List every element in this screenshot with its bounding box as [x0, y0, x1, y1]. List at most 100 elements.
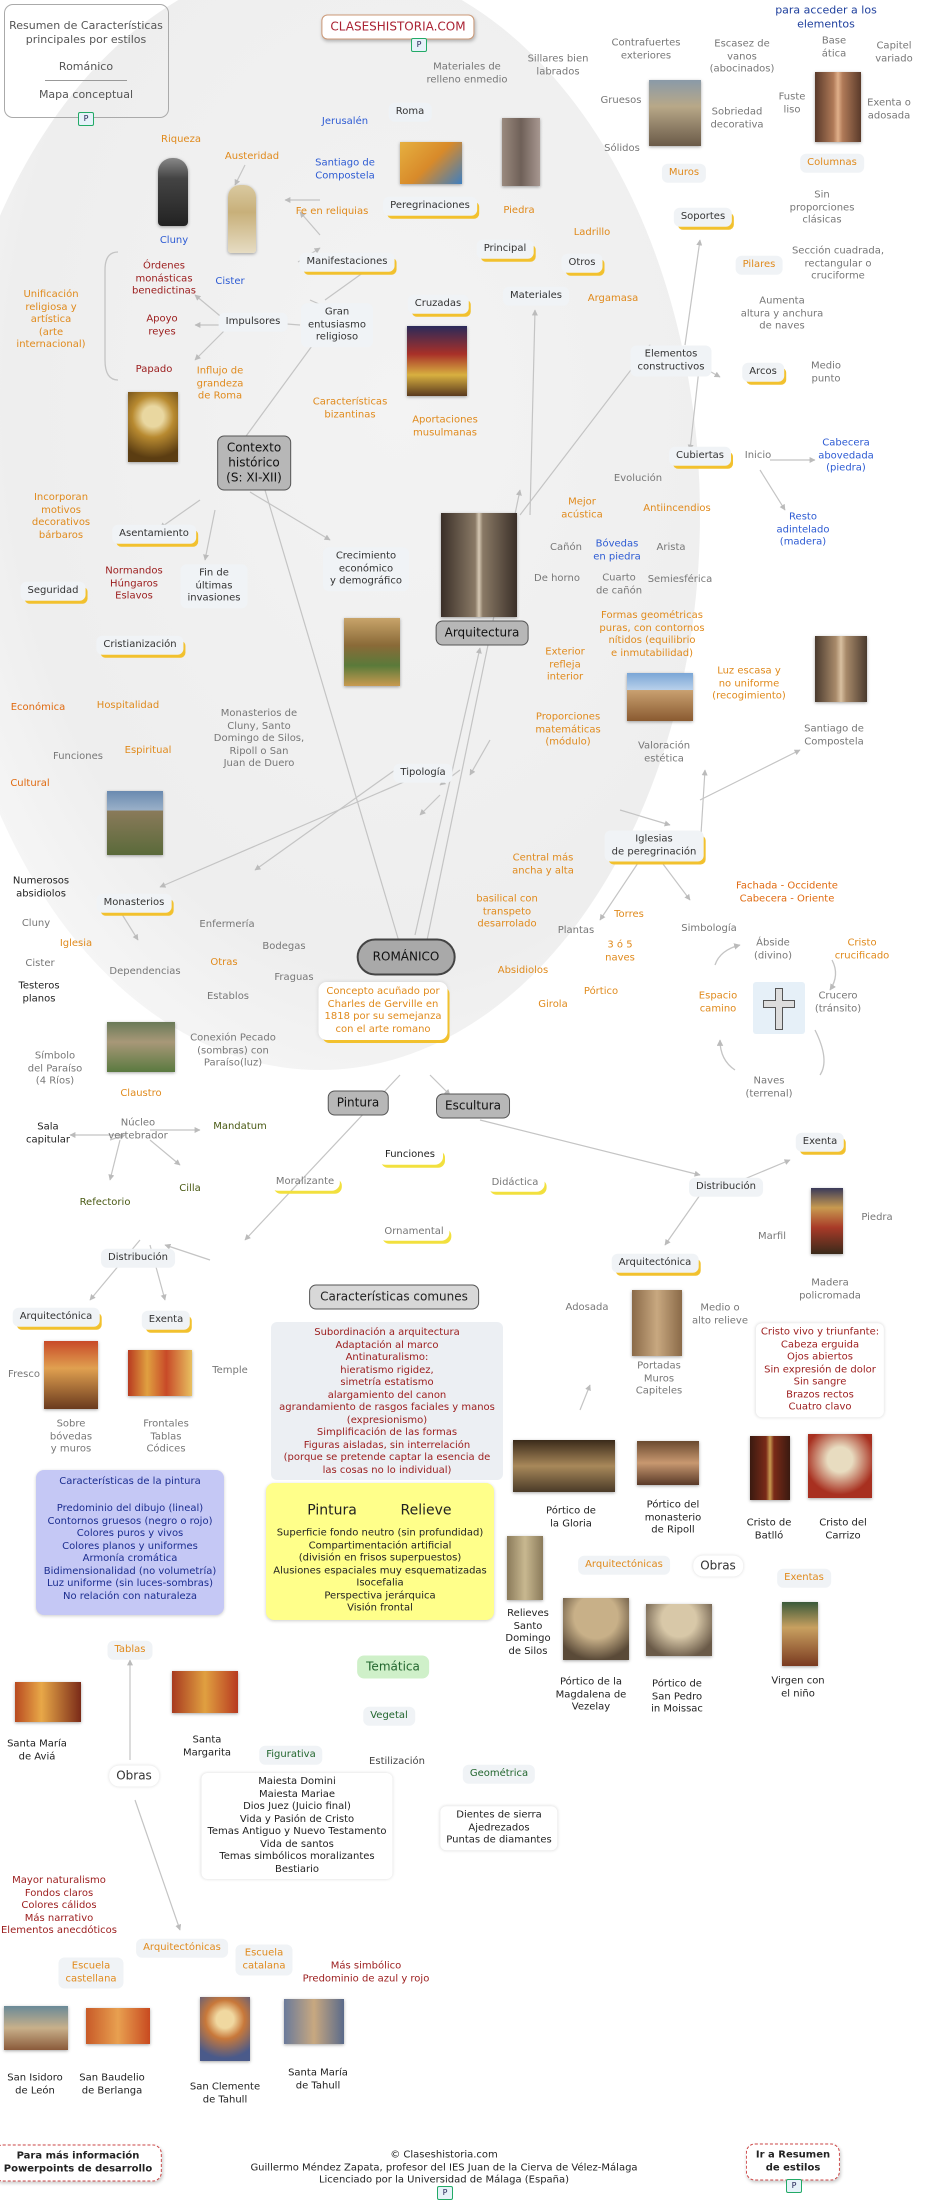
portico: Pórtico [583, 985, 619, 997]
virgen-nino: Virgen con el niño [771, 1675, 825, 1700]
santa-margarita-image[interactable] [172, 1671, 238, 1713]
gruesos: Gruesos [600, 94, 642, 106]
exentas-escultura: Exentas [777, 1568, 831, 1588]
crecimiento-image[interactable] [344, 618, 400, 686]
estilizacion: Estilización [369, 1755, 425, 1767]
arquitectura-node[interactable]: Arquitectura [435, 620, 529, 646]
claustro-image[interactable] [107, 1022, 175, 1072]
cristo-vivo: Cristo vivo y triunfante: Cabeza erguida… [755, 1323, 885, 1417]
bovedas-piedra: Bóvedas en piedra [593, 538, 641, 563]
san-isidoro: San Isidoro de León [7, 2072, 63, 2097]
nave-romanica-image[interactable] [441, 513, 517, 617]
argamasa: Argamasa [587, 292, 639, 304]
santiago-interior-image[interactable] [815, 636, 867, 702]
muros-image[interactable] [649, 80, 701, 146]
papa-image[interactable] [128, 392, 178, 462]
exenta-pintura: Exenta [141, 1310, 191, 1330]
portico-gloria: Pórtico de la Gloria [546, 1505, 596, 1530]
escultura-node[interactable]: Escultura [436, 1093, 510, 1119]
piedra-image[interactable] [502, 118, 540, 186]
cultural: Cultural [10, 777, 50, 789]
mapa-peregrinaciones-image[interactable] [400, 142, 462, 184]
fresco-image[interactable] [44, 1341, 98, 1409]
portico-gloria-image[interactable] [513, 1440, 615, 1492]
medio-punto: Medio punto [810, 360, 842, 385]
columnas-image[interactable] [815, 72, 861, 142]
portico-moissac-image[interactable] [646, 1604, 712, 1656]
header-box-text: Resumen de Características principales p… [9, 18, 163, 101]
cruzadas-image[interactable] [407, 326, 467, 396]
san-baudelio-image[interactable] [86, 2008, 150, 2044]
relieve-text: Superficie fondo neutro (sin profundidad… [273, 1527, 487, 1614]
portadas-image[interactable] [632, 1290, 682, 1356]
abside-divino: Ábside (divino) [753, 937, 793, 962]
santa-margarita: Santa Margarita [182, 1734, 232, 1759]
monasterios: Monasterios [96, 893, 172, 913]
cluny-monk-image[interactable] [158, 158, 188, 226]
exterior-iglesia-image[interactable] [627, 673, 693, 721]
cister-monk-image[interactable] [228, 185, 256, 253]
portadas-muros: Portadas Muros Capiteles [635, 1360, 683, 1397]
cristo-batllo: Cristo de Batlló [746, 1517, 792, 1542]
inicio: Inicio [744, 449, 772, 461]
contexto-historico[interactable]: Contexto histórico (S: XI-XII) [217, 435, 291, 491]
semiesferica: Semiesférica [647, 573, 713, 585]
madera-policromada-image[interactable] [811, 1188, 843, 1254]
testeros-planos: Testeros planos [18, 980, 60, 1005]
vegetal: Vegetal [363, 1706, 415, 1726]
footer-left-button[interactable]: Para más información Powerpoints de desa… [0, 2144, 163, 2182]
pilares: Pilares [735, 255, 783, 275]
footer-icon[interactable]: P [437, 2186, 453, 2200]
iglesia-mon: Iglesia [59, 937, 93, 949]
portico-vezelay-image[interactable] [563, 1598, 629, 1660]
sobre-bovedas: Sobre bóvedas y muros [49, 1418, 93, 1455]
fin-invasiones: Fin de últimas invasiones [180, 564, 248, 608]
frontal-image[interactable] [128, 1350, 192, 1396]
footer-right-button[interactable]: Ir a Resumen de estilos [745, 2143, 841, 2181]
santa-maria-tahull-image[interactable] [284, 1999, 344, 2044]
site-logo[interactable]: CLASESHISTORIA.COM [321, 14, 475, 40]
arcos: Arcos [742, 362, 784, 382]
cristo-carrizo-image[interactable] [808, 1434, 872, 1498]
header-divider [45, 80, 127, 81]
document-icon[interactable]: P [411, 38, 427, 52]
bodegas: Bodegas [262, 940, 306, 952]
romanico-root[interactable]: ROMÁNICO [356, 938, 456, 976]
caracteristicas-pintura-text: Predominio del dibujo (lineal) Contornos… [43, 1503, 217, 1602]
refectorio: Refectorio [79, 1196, 131, 1208]
cristo-batllo-image[interactable] [750, 1436, 790, 1500]
virgen-nino-image[interactable] [782, 1602, 818, 1666]
san-clemente: San Clemente de Tahull [189, 2081, 261, 2106]
san-isidoro-image[interactable] [4, 2006, 68, 2050]
solidos: Sólidos [604, 142, 640, 154]
caracteristicas-comunes-box [271, 1322, 503, 1480]
cister-mon: Cister [25, 957, 55, 969]
powerpoint-icon[interactable]: P [78, 112, 94, 126]
monasterio-image[interactable] [107, 791, 163, 855]
roma: Roma [388, 102, 432, 122]
caracteristicas-comunes-title: Características comunes [309, 1284, 479, 1310]
claustro: Claustro [120, 1087, 162, 1099]
relieves-silos-image[interactable] [507, 1536, 543, 1600]
pintura-node[interactable]: Pintura [327, 1090, 389, 1116]
contrafuertes: Contrafuertes exteriores [611, 37, 681, 62]
piedra-escultura: Piedra [861, 1211, 893, 1223]
arquitectonica-pintura: Arquitectónica [12, 1307, 100, 1327]
san-clemente-image[interactable] [200, 1997, 250, 2061]
concept-note: Concepto acuñado por Charles de Gerville… [318, 982, 448, 1040]
cruz-planta-icon[interactable] [753, 982, 805, 1034]
papado: Papado [135, 363, 173, 375]
portico-ripoll-image[interactable] [637, 1441, 699, 1485]
principal: Principal [476, 239, 534, 259]
austeridad: Austeridad [224, 150, 280, 162]
footer-right-icon[interactable]: P [786, 2179, 802, 2193]
sin-proporciones: Sin proporciones clásicas [789, 189, 855, 226]
basilical: basilical con transpeto desarrolado [476, 893, 538, 930]
materiales-relleno: Materiales de relleno enmedio [426, 61, 508, 86]
santa-maria-avia-image[interactable] [15, 1682, 81, 1722]
obras-pintura: Obras [109, 1765, 159, 1787]
dientes-sierra: Dientes de sierra Ajedrezados Puntas de … [440, 1806, 558, 1850]
cabecera-abovedada: Cabecera abovedada (piedra) [818, 437, 874, 474]
frontales: Frontales Tablas Códices [143, 1418, 189, 1455]
